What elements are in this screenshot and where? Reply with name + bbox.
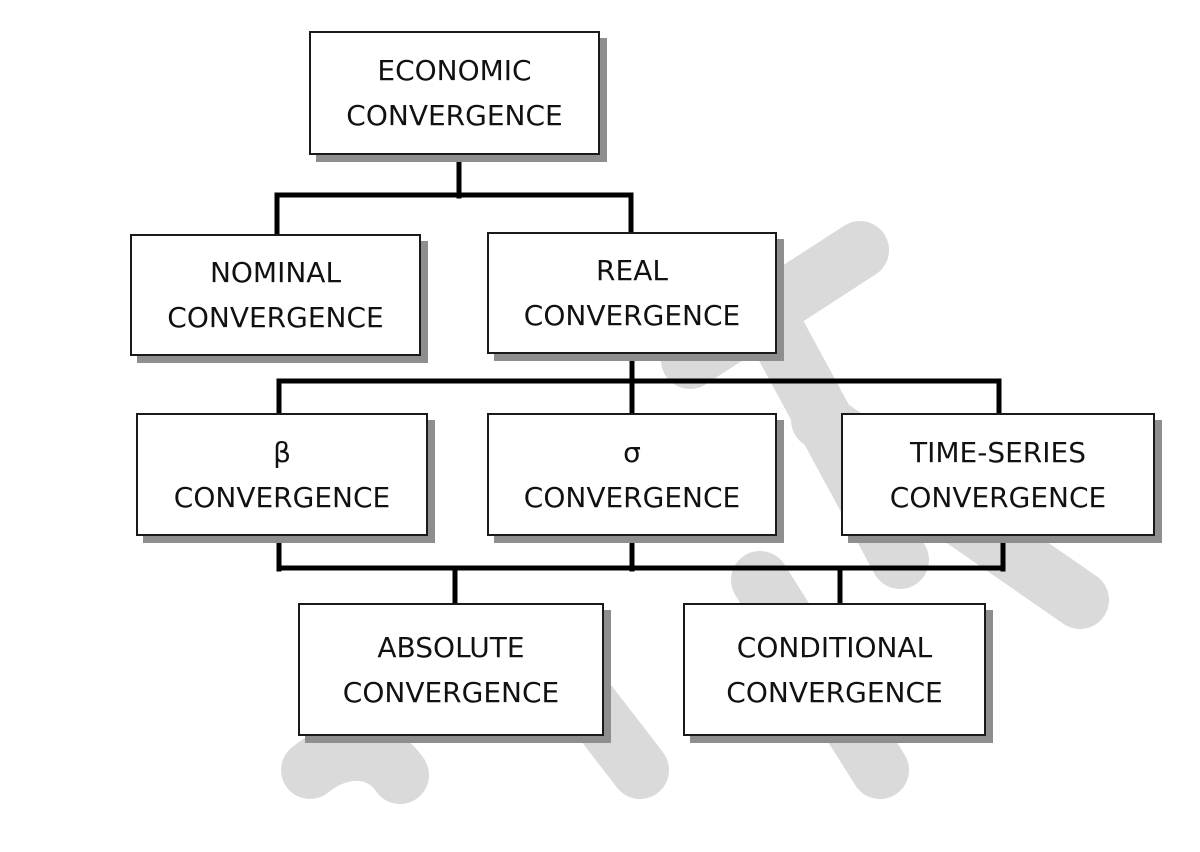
node-label-line2: CONVERGENCE — [726, 675, 943, 709]
node-label-line1: REAL — [596, 254, 668, 287]
node-real-convergence: REAL CONVERGENCE — [487, 232, 777, 354]
node-label-line1: σ — [623, 435, 641, 469]
node-label-line2: CONVERGENCE — [167, 301, 384, 334]
node-label-line2: CONVERGENCE — [346, 99, 563, 132]
node-label-line2: CONVERGENCE — [523, 299, 741, 332]
node-label-line1: ECONOMIC — [377, 54, 532, 87]
node-beta-convergence: β CONVERGENCE — [136, 413, 428, 536]
node-label-line2: CONVERGENCE — [342, 675, 560, 709]
node-label-line1: NOMINAL — [209, 256, 342, 289]
node-economic-convergence: ECONOMIC CONVERGENCE — [309, 31, 600, 155]
node-label-line1: ABSOLUTE — [377, 630, 525, 664]
node-nominal-convergence: NOMINAL CONVERGENCE — [130, 234, 421, 356]
node-label-line2: CONVERGENCE — [173, 480, 391, 514]
node-label-line1: β — [273, 435, 291, 469]
node-time-series-convergence: TIME-SERIES CONVERGENCE — [841, 413, 1155, 536]
node-label-line2: CONVERGENCE — [523, 480, 741, 514]
node-label-line2: CONVERGENCE — [889, 480, 1107, 514]
watermark-stroke-1 — [281, 722, 429, 804]
node-sigma-convergence: σ CONVERGENCE — [487, 413, 777, 536]
node-conditional-convergence: CONDITIONAL CONVERGENCE — [683, 603, 986, 736]
node-label-line1: TIME-SERIES — [910, 435, 1086, 469]
node-label-line1: CONDITIONAL — [736, 630, 933, 664]
node-absolute-convergence: ABSOLUTE CONVERGENCE — [298, 603, 604, 736]
